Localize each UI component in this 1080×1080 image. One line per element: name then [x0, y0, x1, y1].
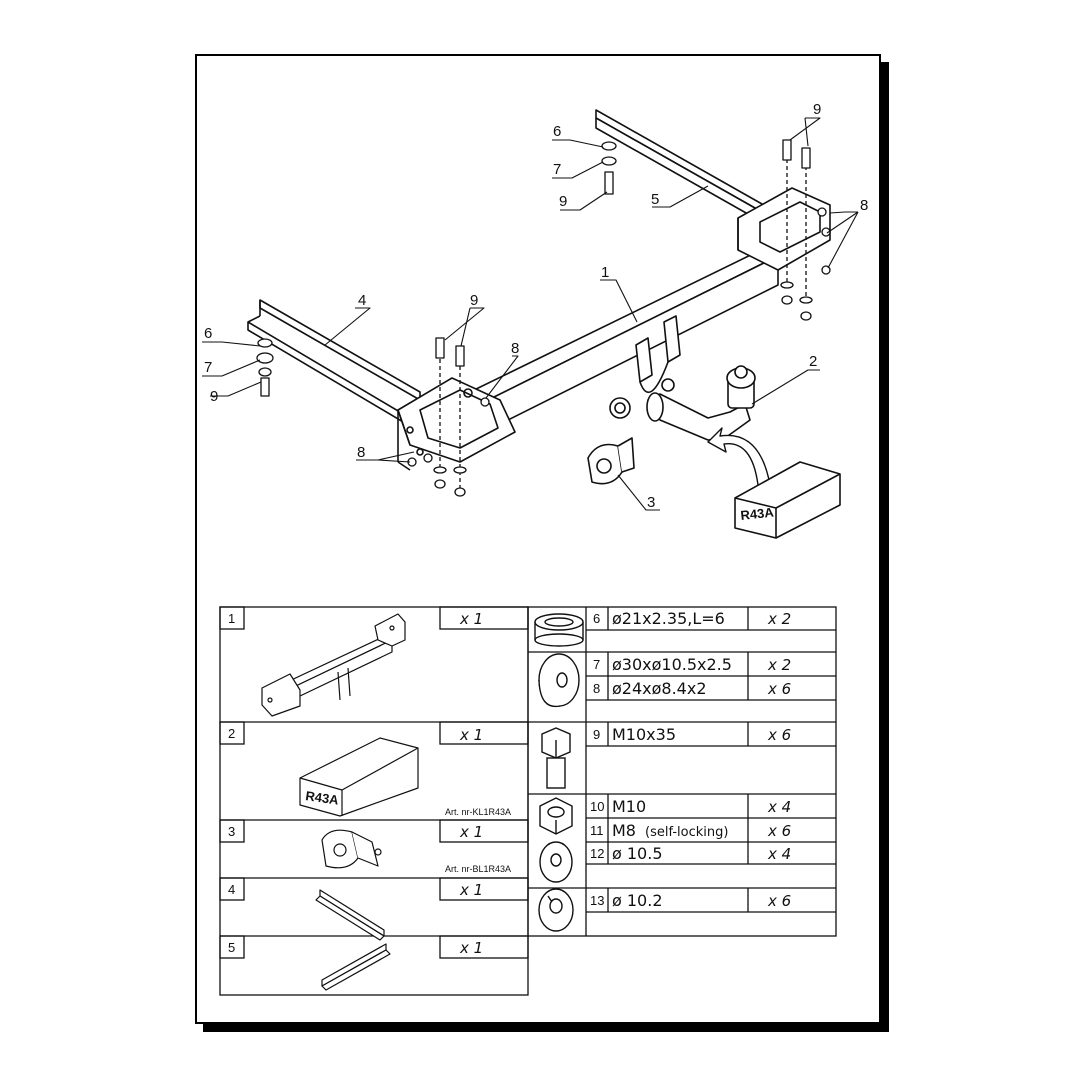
- part-spec: M10x35: [612, 725, 676, 744]
- fasteners-top-center: [601, 141, 617, 195]
- callout-9: 9: [470, 292, 478, 309]
- part-number: 8: [593, 681, 600, 696]
- part-number: 9: [593, 727, 600, 742]
- parts-right-text: 6 ø21x2.35,L=6 x 2 7 ø30xø10.5x2.5 x 2 8…: [590, 609, 791, 910]
- part-spec: M8: [612, 821, 636, 840]
- part-number: 1: [228, 611, 235, 626]
- leader-lines: [202, 117, 859, 511]
- part-3-socket-plate: [587, 437, 635, 485]
- callout-8: 8: [357, 444, 365, 461]
- part-quantity: x 1: [459, 726, 483, 744]
- module-box-label: R43A: [740, 505, 775, 523]
- spring-washer-icon: [538, 888, 574, 932]
- article-number: Art. nr-KL1R43A: [445, 807, 511, 817]
- fasteners-left-strip: [256, 338, 274, 397]
- callout-labels: 9 6 7 9 5 8 1 2 4 6 7 9 9 8 8 3 R43A: [204, 101, 868, 523]
- part-quantity: x 1: [459, 881, 483, 899]
- washer-icon: [539, 841, 573, 883]
- part-spec: ø24xø8.4x2: [612, 679, 707, 698]
- part-number: 13: [590, 893, 604, 908]
- part-quantity: x 1: [459, 610, 483, 628]
- article-number: Art. nr-BL1R43A: [445, 864, 511, 874]
- part-number: 5: [228, 940, 235, 955]
- fasteners-left-bracket: [407, 337, 490, 497]
- callout-2: 2: [809, 353, 817, 370]
- flat-washer-icon: [538, 653, 580, 708]
- callout-3: 3: [647, 494, 655, 511]
- part-quantity: x 6: [767, 892, 791, 910]
- callout-5: 5: [651, 191, 659, 208]
- part-spec: M10: [612, 797, 646, 816]
- part-spec-note: (self-locking): [645, 825, 728, 840]
- callout-9: 9: [813, 101, 821, 118]
- part-quantity: x 4: [767, 845, 791, 863]
- part-4-strip: [247, 299, 421, 427]
- part-number: 10: [590, 799, 604, 814]
- parts-table-right: [527, 606, 837, 937]
- callout-4: 4: [358, 292, 366, 309]
- hex-nut-icon: [539, 797, 573, 835]
- part-number: 11: [590, 823, 604, 838]
- part-number: 3: [228, 824, 235, 839]
- part-2-thumbnail: [299, 737, 419, 817]
- callout-8: 8: [860, 197, 868, 214]
- part-1-crossbar: [397, 187, 831, 471]
- callout-8: 8: [511, 340, 519, 357]
- part-quantity: x 2: [767, 656, 791, 674]
- spacer-sleeve-icon: [534, 613, 584, 647]
- part-4-thumbnail: [315, 889, 385, 941]
- callout-9: 9: [210, 388, 218, 405]
- module-box: [734, 461, 841, 539]
- part-quantity: x 6: [767, 680, 791, 698]
- part-spec: ø30xø10.5x2.5: [612, 655, 732, 674]
- callout-7: 7: [204, 359, 212, 376]
- part-quantity: x 6: [767, 822, 791, 840]
- part-quantity: x 6: [767, 726, 791, 744]
- callout-9: 9: [559, 193, 567, 210]
- part-number: 12: [590, 846, 604, 861]
- part-number: 6: [593, 611, 600, 626]
- part-number: 2: [228, 726, 235, 741]
- callout-6: 6: [553, 123, 561, 140]
- part-quantity: x 2: [767, 610, 791, 628]
- callout-7: 7: [553, 161, 561, 178]
- parts-left-text: 1 x 1 2 x 1 R43A Art. nr-KL1R43A 3 x 1 A…: [228, 610, 511, 957]
- part-spec: ø 10.2: [612, 891, 663, 910]
- part-quantity: x 1: [459, 939, 483, 957]
- part-3-thumbnail: [321, 829, 382, 869]
- part-quantity: x 1: [459, 823, 483, 841]
- part-2-towball: [646, 365, 771, 486]
- part-number: 4: [228, 882, 235, 897]
- part-5-thumbnail: [321, 943, 391, 991]
- part-quantity: x 4: [767, 798, 791, 816]
- callout-6: 6: [204, 325, 212, 342]
- part-spec: ø 10.5: [612, 844, 663, 863]
- module-box-label: R43A: [305, 788, 341, 808]
- part-5-strip: [595, 109, 763, 223]
- part-number: 7: [593, 657, 600, 672]
- part-spec: ø21x2.35,L=6: [612, 609, 725, 628]
- callout-1: 1: [601, 264, 609, 281]
- hex-bolt-icon: [541, 727, 571, 789]
- part-1-thumbnail: [261, 613, 406, 717]
